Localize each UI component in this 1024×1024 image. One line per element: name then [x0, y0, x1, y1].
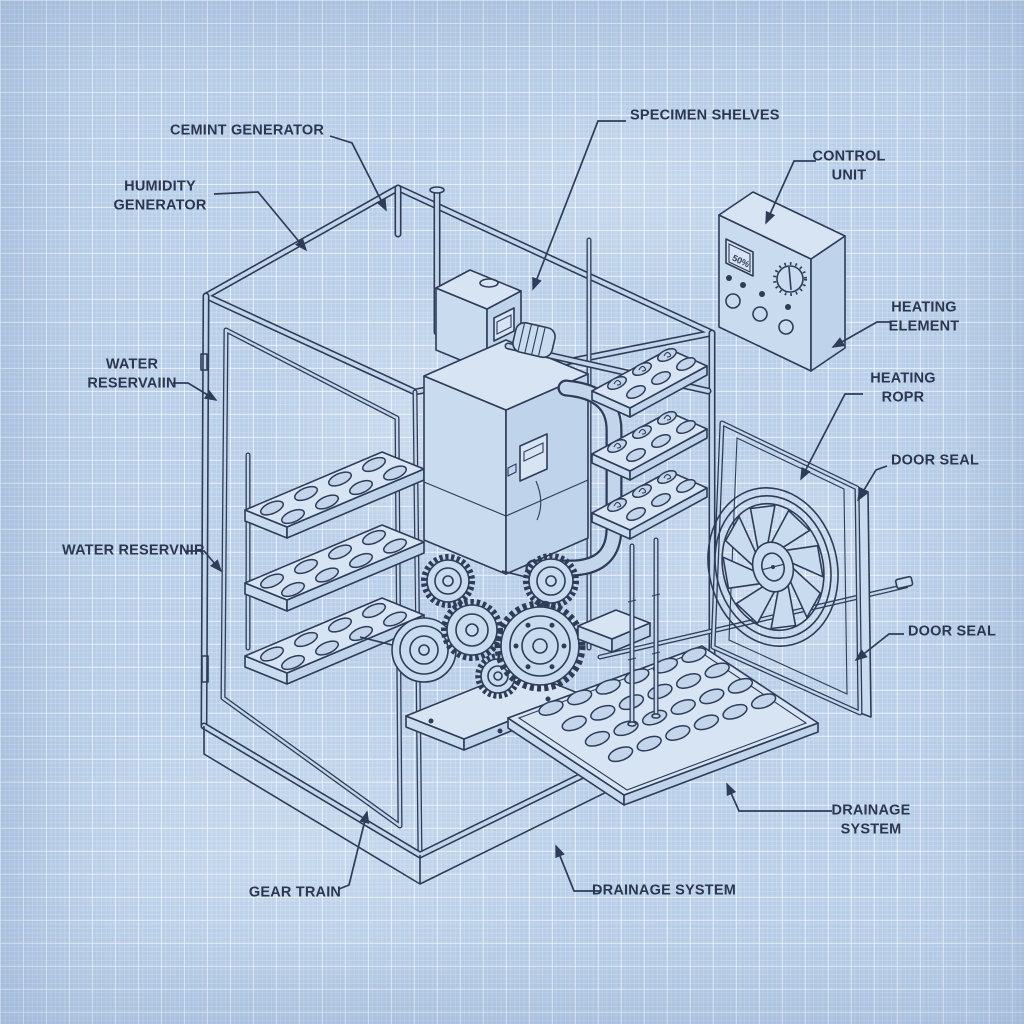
label-water-reservaiin: WATER RESERVAIIN — [87, 356, 177, 391]
leader-door-seal-lower — [854, 633, 904, 662]
circulation-fan — [707, 487, 839, 647]
humidity-generator-assembly — [423, 186, 708, 575]
leader-gear-train — [338, 810, 370, 890]
label-cement-generator: CEMINT GENERATOR — [169, 122, 325, 139]
label-heating-element: HEATING ELEMENT — [888, 299, 960, 334]
label-door-seal-upper: DOOR SEAL — [891, 452, 979, 469]
leader-humidity-generator — [213, 191, 308, 252]
label-water-reservnir: WATER RESERVNIR — [62, 542, 205, 559]
control-unit-box: 50% — [718, 191, 846, 372]
label-humidity-generator: HUMIDITY GENERATOR — [113, 178, 207, 213]
label-specimen-shelves: SPECIMEN SHELVES — [630, 107, 780, 124]
drainage-tray — [507, 575, 914, 806]
pulley — [359, 617, 457, 683]
leader-drainage-system-right — [726, 782, 832, 812]
reservoir-tank — [423, 339, 589, 575]
label-heating-ropr: HEATING ROPR — [870, 370, 936, 405]
leader-lines — [173, 120, 904, 892]
label-drainage-system-right: DRAINAGE SYSTEM — [831, 802, 911, 837]
tank-display-panel — [519, 433, 548, 482]
leader-water-reservaiin — [173, 382, 218, 401]
leader-cement-generator — [329, 135, 387, 212]
gear-big — [494, 600, 586, 692]
interior-shelves — [244, 451, 425, 685]
leader-heating-element — [831, 321, 891, 348]
gear-small-right — [501, 553, 579, 609]
latch-mark-lower — [201, 655, 209, 683]
gear-small-left — [421, 554, 475, 608]
leader-water-reservnir — [186, 550, 223, 573]
gear-low — [475, 653, 521, 699]
knurled-coupling — [512, 321, 556, 359]
pipe-cap — [429, 186, 445, 194]
label-gear-train: GEAR TRAIN — [248, 884, 342, 901]
leader-door-seal-upper — [857, 465, 888, 502]
control-buttons — [725, 275, 794, 335]
hanger-rods — [627, 540, 661, 727]
label-drainage-system-center: DRAINAGE SYSTEM — [592, 882, 736, 899]
rod-end-cap — [894, 575, 914, 590]
label-door-seal-lower: DOOR SEAL — [908, 623, 996, 640]
control-display: 50% — [725, 238, 754, 277]
control-dial — [773, 262, 807, 296]
label-control-unit: CONTROL UNIT — [812, 148, 886, 183]
hinge-mark-upper — [200, 353, 208, 371]
leader-control-unit — [765, 160, 816, 225]
leader-specimen-shelves — [532, 120, 626, 291]
leader-heating-ropr — [800, 393, 863, 481]
specimen-shelves-exploded — [591, 347, 708, 727]
gear-mid — [441, 599, 503, 661]
leader-drainage-system-center — [555, 844, 601, 892]
